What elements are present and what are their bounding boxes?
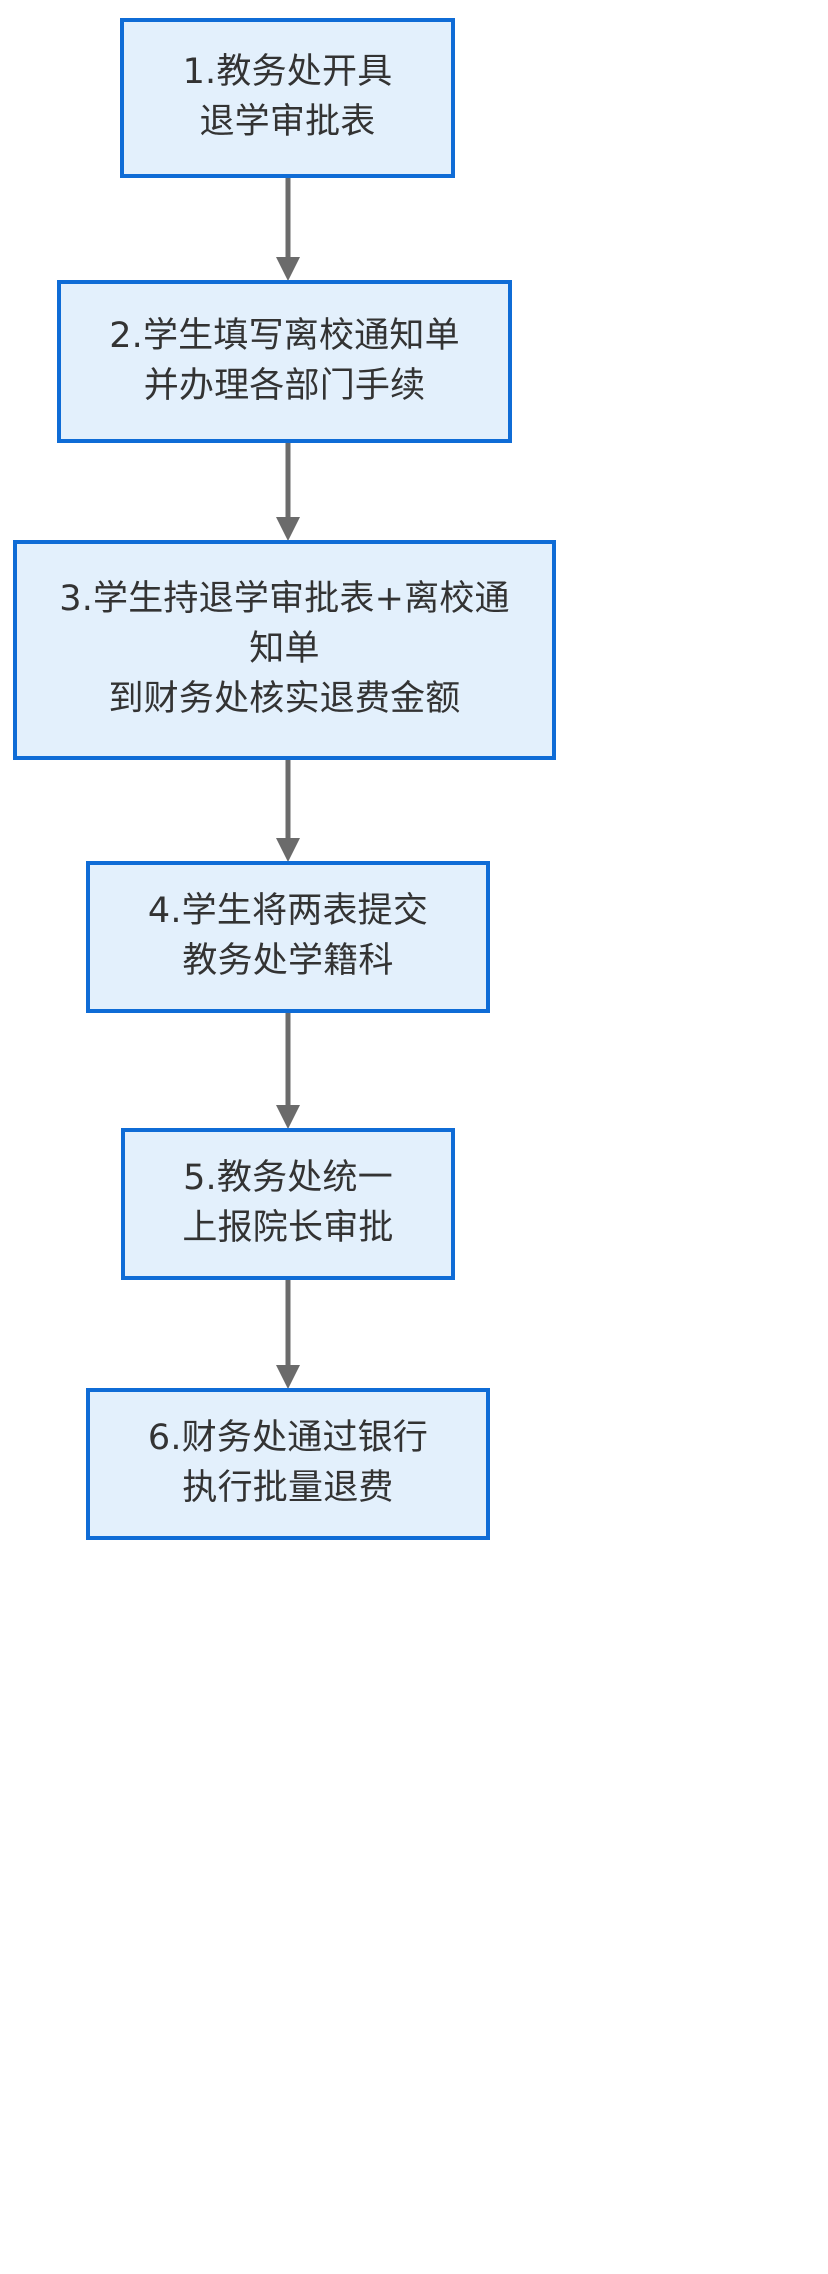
flow-edge-step-5-to-step-6 [268,1280,308,1390]
flow-edge-step-3-to-step-4 [268,760,308,863]
flow-node-step-2-label: 2.学生填写离校通知单 并办理各部门手续 [109,315,460,406]
flow-node-step-5[interactable]: 5.教务处统一 上报院长审批 [121,1128,455,1280]
flow-node-step-6[interactable]: 6.财务处通过银行 执行批量退费 [86,1388,490,1540]
flow-node-step-2[interactable]: 2.学生填写离校通知单 并办理各部门手续 [57,280,512,443]
flow-edge-step-4-to-step-5 [268,1013,308,1130]
flow-node-step-3-label: 3.学生持退学审批表+离校通 知单 到财务处核实退费金额 [59,579,510,719]
flow-node-step-1-label: 1.教务处开具 退学审批表 [182,52,393,142]
flow-edge-step-2-to-step-3 [268,443,308,542]
flow-node-step-5-label: 5.教务处统一 上报院长审批 [182,1158,394,1248]
flow-node-step-6-label: 6.财务处通过银行 执行批量退费 [147,1418,429,1508]
flow-edge-step-1-to-step-2 [268,178,308,282]
flow-node-step-4-label: 4.学生将两表提交 教务处学籍科 [147,891,429,981]
flow-node-step-3[interactable]: 3.学生持退学审批表+离校通 知单 到财务处核实退费金额 [13,540,556,760]
flow-node-step-4[interactable]: 4.学生将两表提交 教务处学籍科 [86,861,490,1013]
flow-node-step-1[interactable]: 1.教务处开具 退学审批表 [120,18,455,178]
